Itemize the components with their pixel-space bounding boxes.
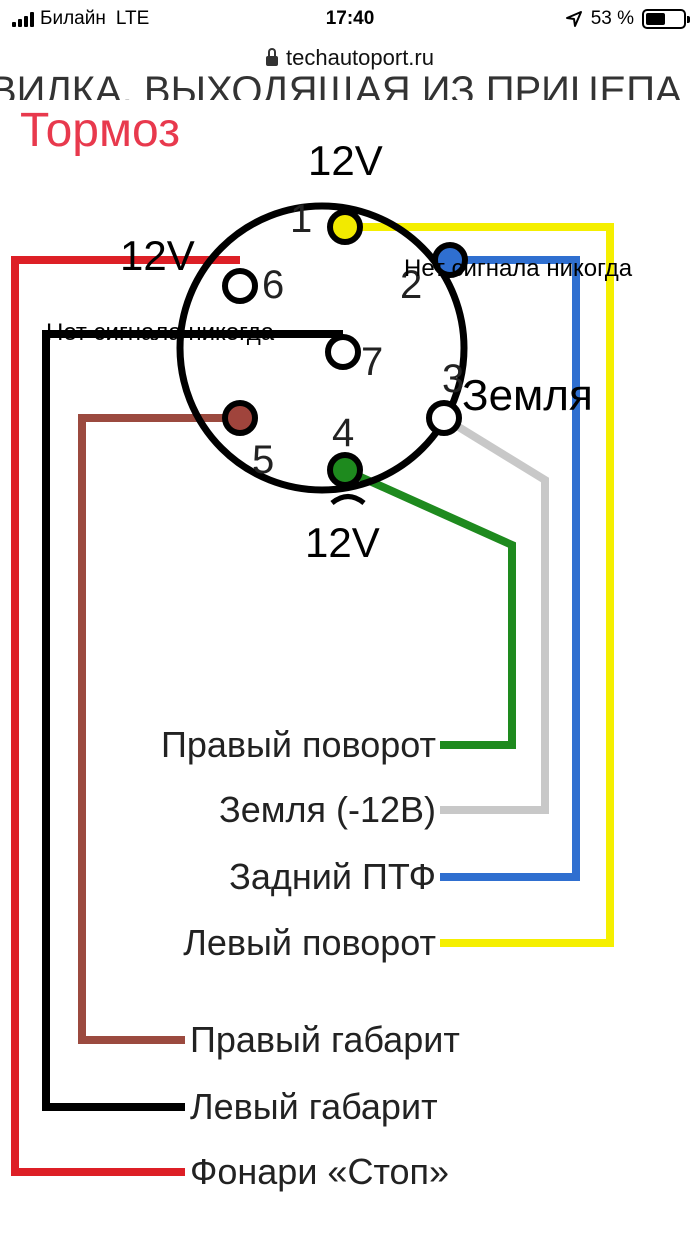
pin-5 [222, 400, 258, 436]
signal-strength-icon [12, 11, 34, 27]
pin3-note: Земля [462, 371, 593, 420]
legend-ground: Земля (-12В) [219, 789, 436, 830]
legend-rear-fog: Задний ПТФ [229, 856, 436, 897]
pin7-note: Нет сигнала никогда [46, 319, 275, 346]
page-title: Тормоз [20, 104, 180, 157]
pin-2 [432, 242, 468, 278]
pin-7 [325, 334, 361, 370]
location-arrow-icon [565, 11, 582, 27]
battery-fill [646, 13, 666, 25]
address-bar[interactable]: techautoport.ru [0, 40, 700, 76]
url-text: techautoport.ru [286, 45, 434, 70]
legend-right-turn: Правый поворот [161, 724, 436, 765]
pin-number-3: 3 [442, 357, 464, 401]
pin-6 [222, 268, 258, 304]
pin2-note: Нет сигнала никогда [404, 255, 633, 282]
wire-blue [440, 256, 580, 881]
clock: 17:40 [325, 8, 375, 29]
pin-number-2: 2 [400, 263, 422, 307]
pin-number-6: 6 [262, 263, 284, 307]
pin-number-5: 5 [252, 438, 274, 482]
lock-icon [266, 48, 278, 66]
connector-housing [176, 202, 468, 494]
carrier-name: Билайн [40, 8, 106, 29]
wire-red [11, 256, 240, 1176]
pin-number-7: 7 [361, 340, 383, 384]
status-bar: Билайн LTE 17:40 53 % [0, 0, 700, 40]
network-type: LTE [115, 8, 150, 29]
legend-left-marker: Левый габарит [190, 1086, 438, 1127]
legend-stop-lights: Фонари «Стоп» [190, 1151, 449, 1192]
wire-gray [440, 414, 549, 814]
wire-brown [78, 414, 240, 1044]
pin6-voltage: 12V [120, 232, 195, 279]
status-left: Билайн LTE [12, 8, 149, 30]
legend-right-marker: Правый габарит [190, 1019, 460, 1060]
wire-green [343, 466, 516, 749]
legend-left-turn: Левый поворот [183, 922, 436, 963]
pin-4 [327, 452, 363, 488]
pin-number-1: 1 [290, 197, 312, 241]
pin-number-4: 4 [332, 411, 354, 455]
pin1-voltage: 12V [308, 137, 383, 184]
wire-yellow [345, 223, 614, 947]
status-right: 53 % [565, 8, 690, 30]
battery-percent: 53 % [590, 8, 634, 29]
cropped-header: ВИЛКА, ВЫХОДЯЩАЯ ИЗ ПРИЦЕПА [0, 69, 682, 113]
pin-1 [327, 209, 363, 245]
pin4-voltage: 12V [305, 519, 380, 566]
connector-key-notch [330, 494, 366, 506]
wire-black [42, 330, 343, 1111]
battery-icon [642, 9, 690, 29]
pin-3 [426, 400, 462, 436]
